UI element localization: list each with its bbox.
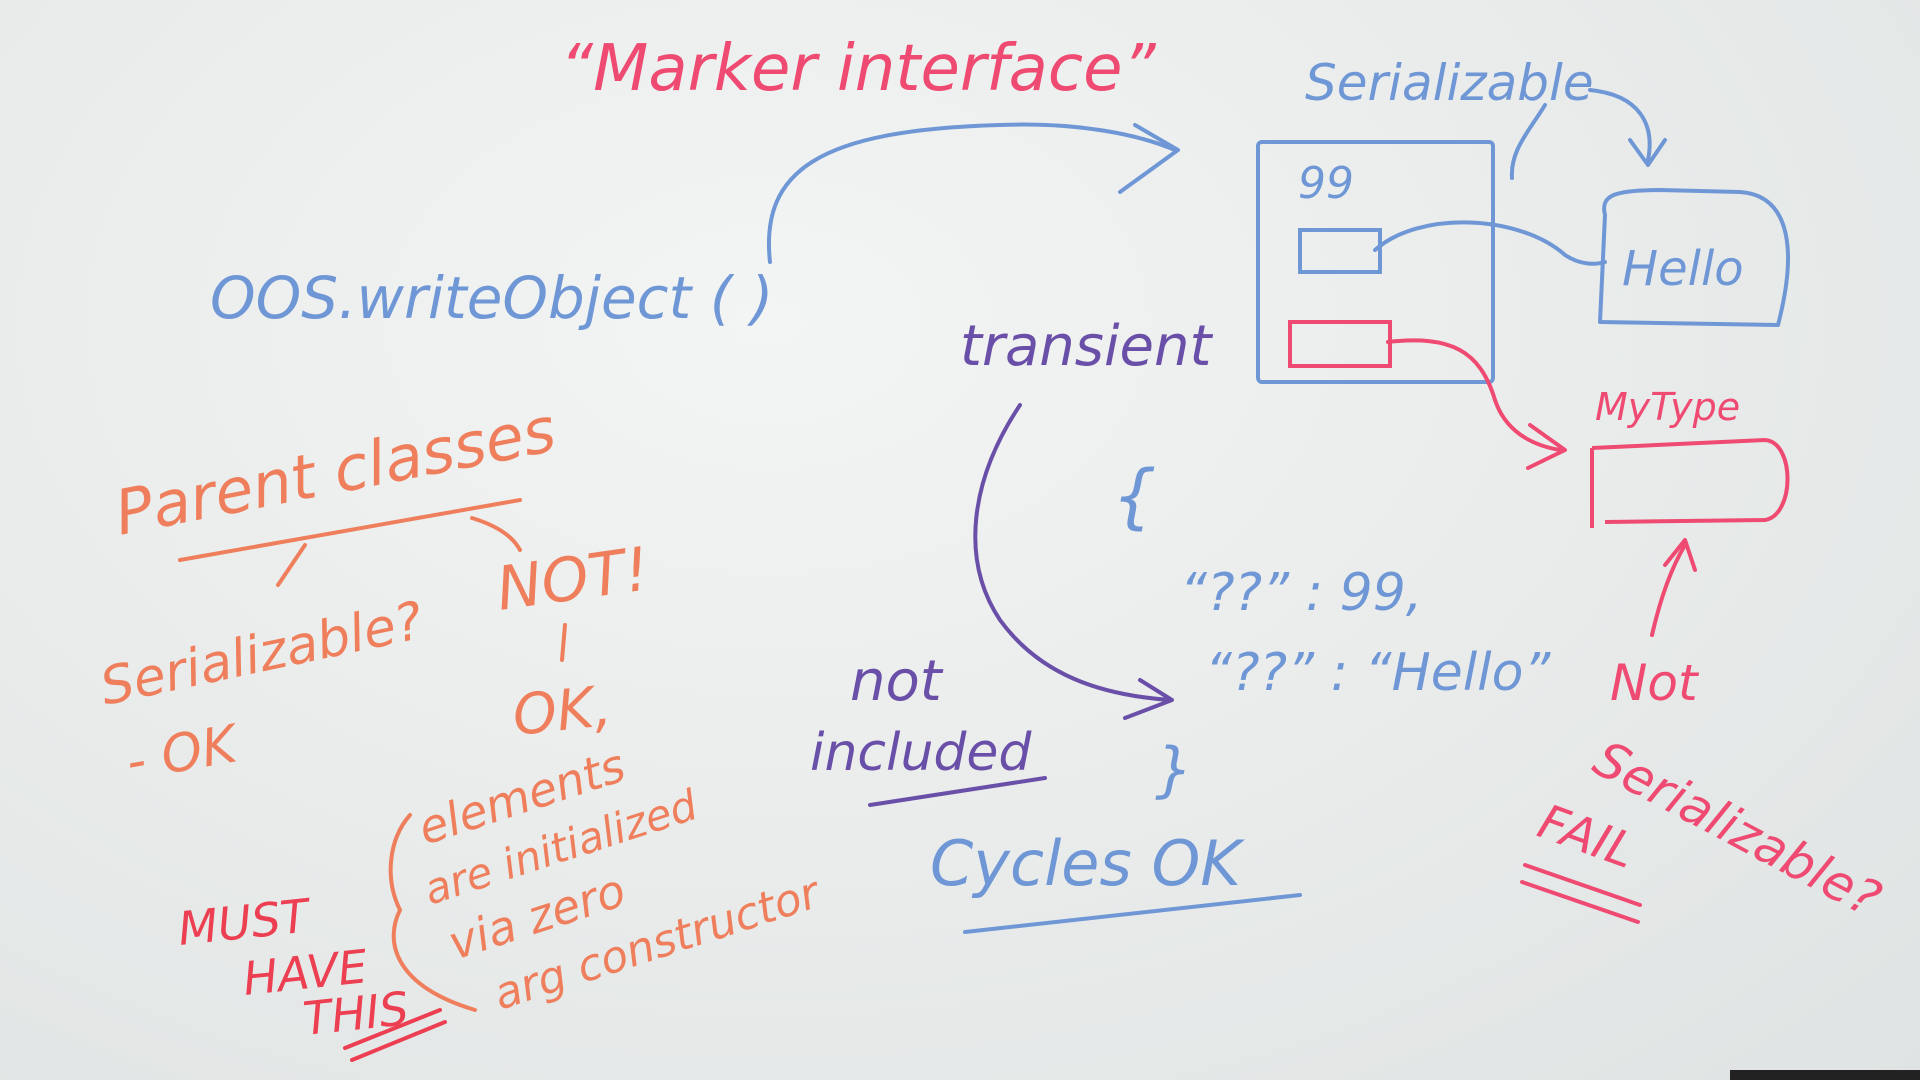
serializable-label: Serializable [1305, 54, 1594, 112]
must-have-line3: THIS [301, 981, 412, 1046]
cycles-ok-label: Cycles OK [930, 827, 1245, 900]
mytype-label: MyType [1595, 385, 1740, 429]
mytype-reference-arrowhead [1526, 423, 1567, 470]
must-have-underline-2 [350, 1020, 447, 1062]
transient-label: transient [960, 314, 1213, 379]
not-serializable-arrowhead [1663, 538, 1697, 572]
hello-object-label: Hello [1622, 241, 1744, 297]
left-branch-ok: - OK [122, 714, 245, 793]
fail-label: FAIL [1531, 794, 1643, 880]
fail-underline-2 [1520, 880, 1640, 924]
call-arrowhead [1118, 123, 1180, 194]
must-have-underline-1 [343, 1008, 442, 1050]
not-included-underline [868, 776, 1047, 807]
output-open-brace: { [1112, 455, 1157, 537]
title-marker-interface: “Marker interface” [560, 32, 1156, 106]
note-bracket [388, 813, 477, 1012]
serializable-to-box-arrow [1509, 103, 1547, 180]
mytype-reference-line [1386, 338, 1562, 452]
must-have-line2: HAVE [241, 939, 370, 1006]
right-branch-ok: OK, [510, 674, 615, 749]
cycles-ok-underline [963, 893, 1302, 934]
not-serializable-line1: Not [1610, 654, 1700, 712]
frame-corner-bar [1730, 1070, 1920, 1080]
left-branch-serializable: Serializable? [95, 591, 428, 718]
right-branch-line [470, 516, 522, 552]
hello-reference-line [1373, 220, 1607, 266]
object-box [1256, 140, 1495, 384]
output-close-brace: } [1155, 735, 1193, 805]
fail-underline-1 [1523, 863, 1642, 907]
call-to-object-arrow [767, 122, 1177, 264]
mytype-object-box [1590, 438, 1790, 528]
output-line-2: “??” : “Hello” [1205, 643, 1551, 703]
hello-object-box [1598, 188, 1790, 327]
serializable-to-hello-arrow [1588, 88, 1652, 162]
transient-arrow [973, 403, 1172, 702]
left-branch-line [276, 543, 307, 587]
not-included-line2: included [810, 723, 1032, 783]
parent-classes-underline [178, 498, 522, 562]
right-branch-tick [560, 623, 567, 662]
write-object-call: OOS.writeObject ( ) [210, 264, 773, 332]
field-value-99: 99 [1298, 158, 1354, 209]
transient-arrowhead [1123, 678, 1174, 720]
output-line-1: “??” : 99, [1180, 563, 1422, 623]
not-included-line1: not [850, 649, 944, 714]
not-serializable-arrow [1650, 543, 1687, 637]
mytype-reference-field [1288, 320, 1392, 368]
hello-reference-field [1298, 228, 1382, 274]
serializable-arrowhead [1628, 138, 1667, 167]
